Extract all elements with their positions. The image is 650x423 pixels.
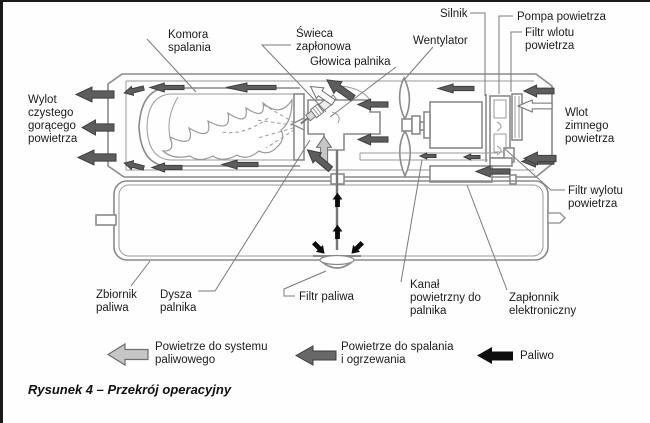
cold-air-inlet-arrow-2 — [516, 99, 553, 113]
label-kanal-1: Kanał — [410, 279, 440, 291]
scan-edge-top — [0, 0, 650, 2]
ignition-wire — [339, 85, 371, 101]
fuel-system-air-arrow-upleft — [306, 149, 334, 173]
scan-edge-left — [0, 0, 3, 423]
label-wlot-2: zimnego — [565, 120, 608, 132]
label-wylot-3: gorącego — [28, 120, 76, 132]
duct-arrow-2 — [462, 153, 481, 161]
fuel-line-arrow-2 — [332, 224, 343, 239]
label-dysza: Dysza — [160, 289, 193, 301]
label-kanal-3: palnika — [410, 305, 447, 317]
legend-label-2a: Powietrze do spalania — [341, 341, 454, 353]
label-glowica-palnika: Głowica palnika — [310, 56, 391, 68]
bottom-channel-arrow-4 — [474, 165, 511, 178]
hot-air-outlet-arrow-1 — [74, 86, 115, 103]
air-pump — [485, 94, 515, 167]
motor — [423, 101, 483, 149]
hot-air-outlet-arrow-2 — [80, 119, 115, 136]
fuel-line-arrow-1 — [332, 192, 343, 207]
legend-label-2b: i ogrzewania — [341, 354, 406, 366]
leader-lines — [130, 12, 565, 297]
label-wentylator: Wentylator — [413, 35, 468, 47]
label-wylot-1: Wylot — [28, 94, 57, 106]
label-wlot-1: Wlot — [565, 107, 589, 119]
label-komora-spalania: Komora — [168, 29, 209, 41]
label-swieca-zaplonowa-2: zapłonowa — [296, 41, 352, 53]
mid-air-arrow-1 — [356, 98, 389, 111]
label-wylot-2: czystego — [28, 107, 73, 119]
burner-nozzle — [290, 116, 305, 132]
legend: Powietrze do systemu paliwowego Powietrz… — [106, 341, 554, 367]
legend-label-1b: paliwowego — [155, 354, 215, 366]
label-komora-spalania-2: spalania — [168, 42, 211, 54]
mount-tab — [509, 174, 517, 185]
part-labels: Komora spalania Świeca zapłonowa Głowica… — [28, 8, 623, 317]
label-zbiornik: Zbiornik — [96, 289, 137, 301]
fuel-filter-arrow-left — [311, 240, 325, 254]
top-channel-arrow-1 — [123, 85, 145, 96]
plug-air-arrow-white — [309, 85, 336, 106]
label-zbiornik-2: paliwa — [96, 302, 129, 314]
legend-fuel-arrow-icon — [477, 347, 513, 364]
label-zaplonnik-2: elektroniczny — [509, 305, 576, 317]
hot-air-outlet-arrow-3 — [76, 149, 117, 166]
cold-air-inlet-arrow-3 — [522, 151, 557, 166]
figure-caption: Rysunek 4 – Przekrój operacyjny — [28, 382, 232, 397]
fan-hub — [401, 118, 413, 132]
label-silnik: Silnik — [440, 8, 468, 20]
tank-right-fitting — [547, 212, 566, 224]
top-channel-arrow-4 — [436, 83, 475, 94]
burner-air-duct — [359, 152, 498, 161]
fuel-tank — [95, 180, 566, 261]
fuel-filter-dome — [313, 254, 361, 269]
bottom-channel-arrow-2 — [150, 162, 183, 173]
label-kanal-2: powietrzny do — [410, 292, 481, 304]
plug-air-arrow-dark — [326, 79, 356, 102]
label-pompa-powietrza: Pompa powietrza — [517, 11, 606, 23]
legend-combustion-air-arrow-icon — [294, 345, 337, 366]
top-channel-arrow-2 — [148, 82, 185, 93]
bottom-channel-arrow-3 — [220, 159, 259, 170]
label-swieca-zaplonowa: Świeca — [296, 27, 334, 40]
bottom-channel-arrow-1 — [123, 160, 145, 171]
duct-arrow-1 — [418, 152, 437, 160]
label-filtr-wylotu: Filtr wylotu — [568, 185, 623, 197]
label-dysza-2: palnika — [160, 302, 197, 314]
label-filtr-wlotu-2: powietrza — [525, 40, 575, 52]
label-wylot-4: powietrza — [28, 133, 78, 145]
legend-fuel-system-air-arrow-icon — [106, 342, 149, 367]
top-channel-arrow-3 — [225, 82, 277, 93]
label-filtr-wylotu-2: powietrza — [568, 198, 618, 210]
legend-label-3: Paliwo — [520, 350, 554, 362]
label-filtr-paliwa: Filtr paliwa — [299, 291, 355, 303]
flame — [161, 98, 293, 161]
label-wlot-3: powietrza — [565, 133, 615, 145]
fuel-filter-arrow-right — [351, 240, 365, 254]
air-inlet-filter — [511, 93, 523, 141]
label-zaplonnik: Zapłonnik — [509, 292, 559, 304]
legend-label-1a: Powietrze do systemu — [155, 341, 268, 353]
flow-arrows — [74, 79, 557, 254]
cold-air-inlet-arrow-1 — [522, 84, 555, 98]
tank-left-fitting — [95, 214, 117, 226]
mid-air-arrow-2 — [356, 133, 389, 146]
label-filtr-wlotu: Filtr wlotu — [525, 27, 574, 39]
